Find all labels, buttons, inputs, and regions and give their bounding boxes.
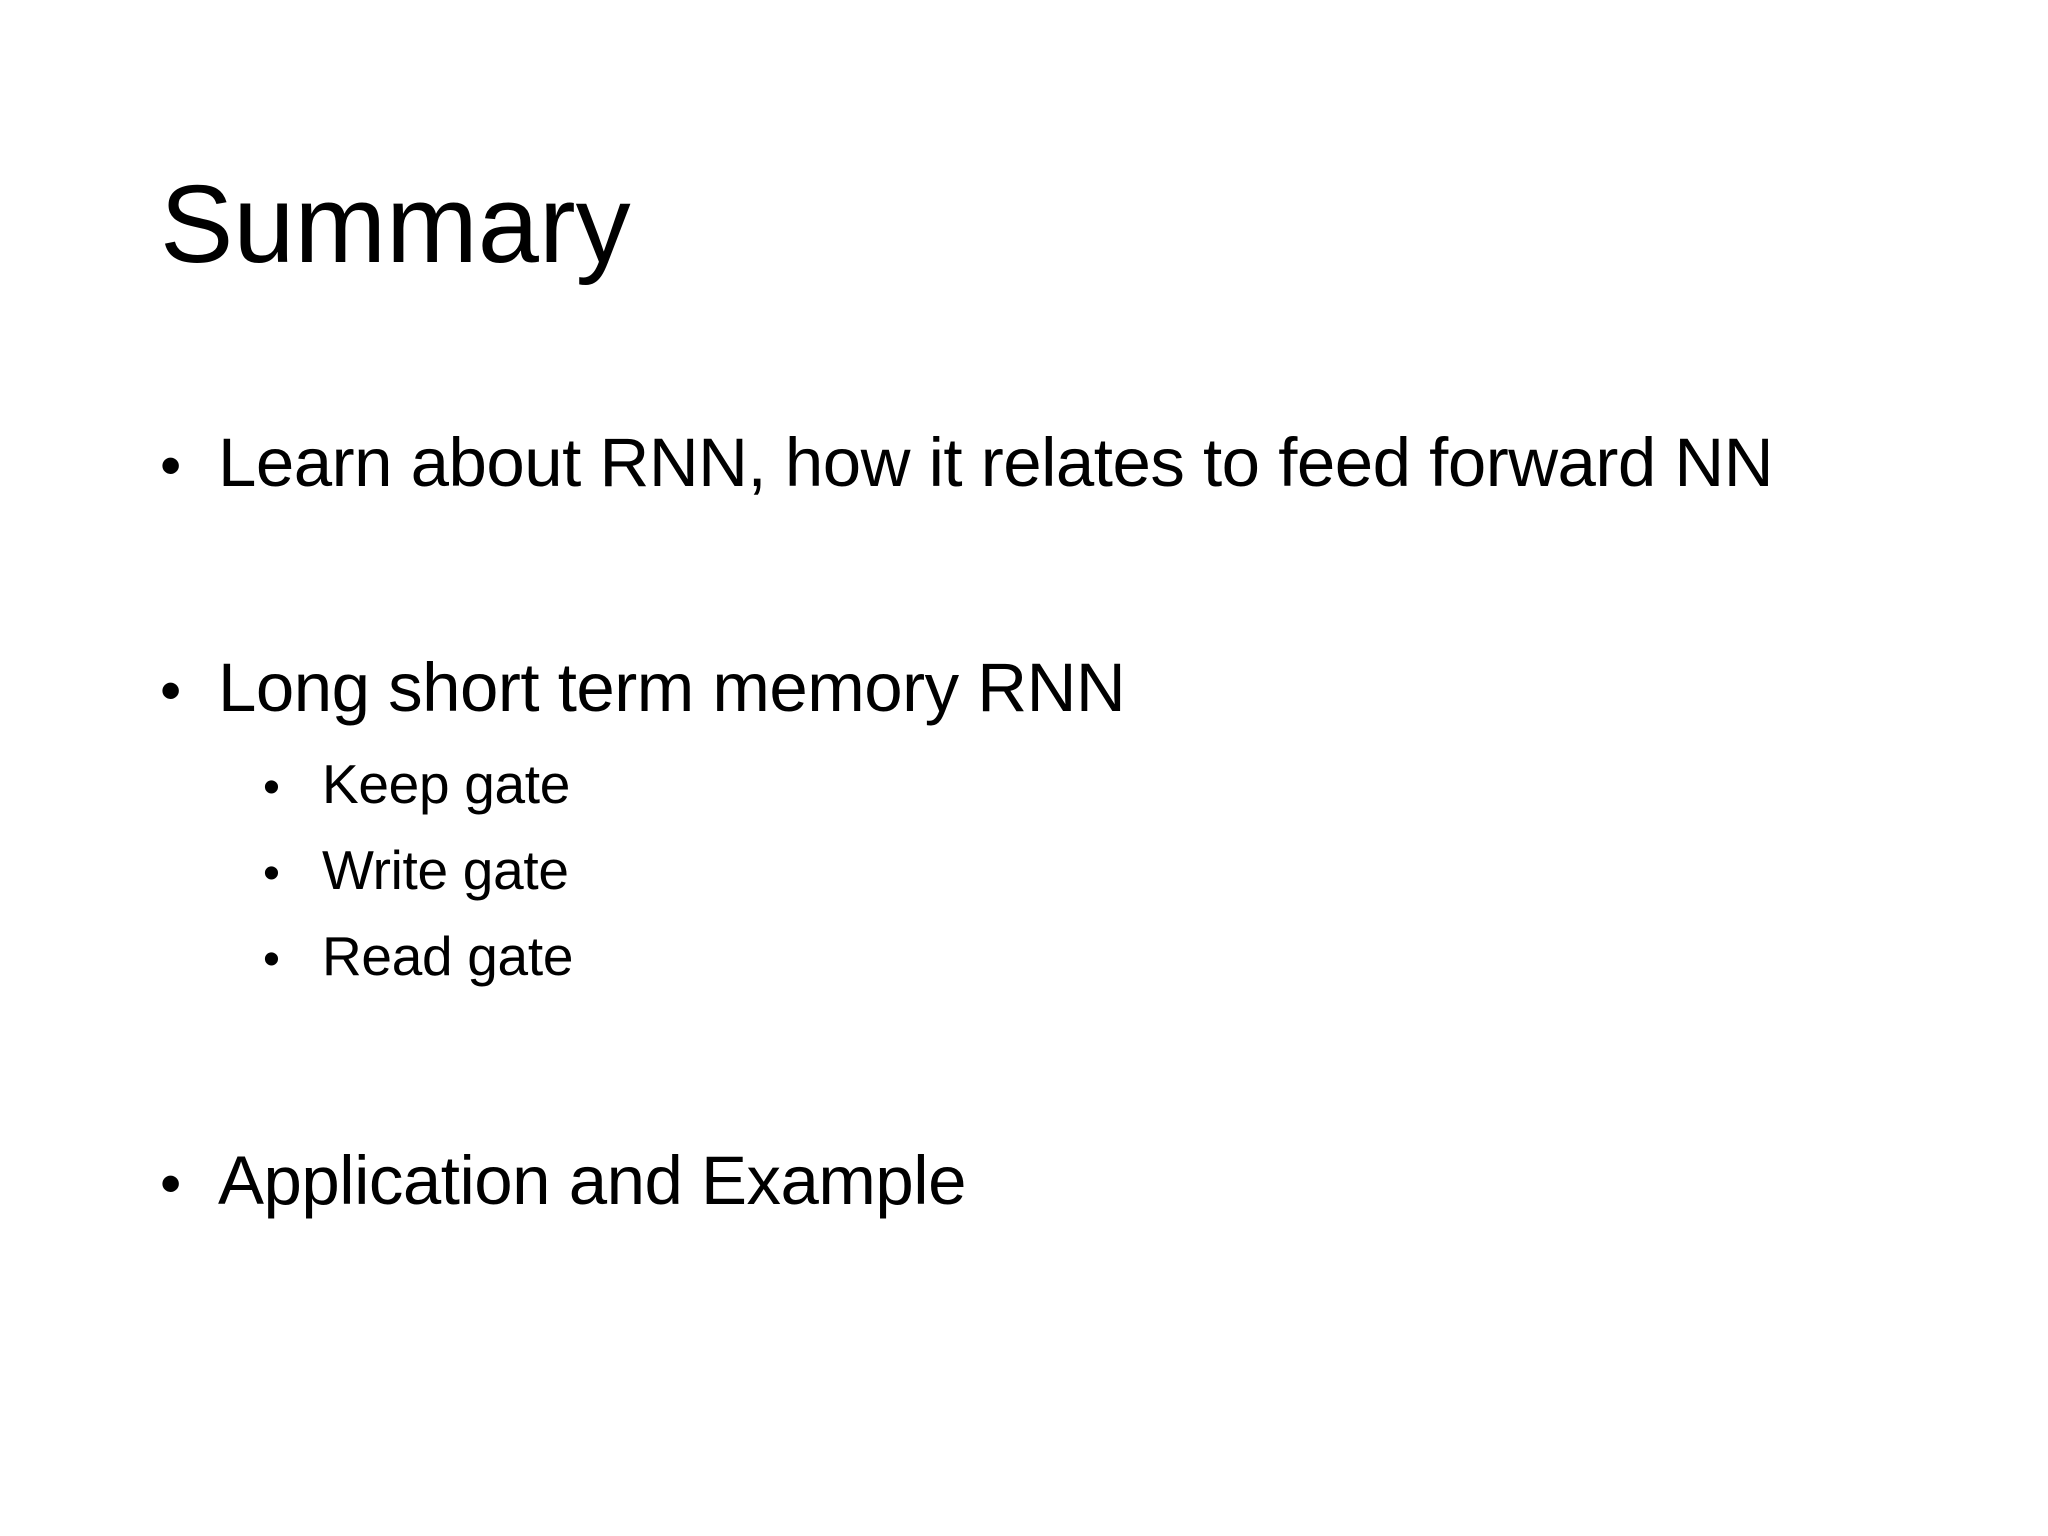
bullet-icon: • [263,932,280,986]
bullet-icon: • [160,431,181,499]
bullet-icon: • [263,760,280,814]
bullet-text: Long short term memory RNN [218,649,1126,726]
bullet-item: • Learn about RNN, how it relates to fee… [160,423,1774,505]
bullet-item: • Long short term memory RNN [160,648,1126,730]
bullet-icon: • [263,846,280,900]
sub-bullet-text: Keep gate [322,753,571,815]
bullet-icon: • [160,1149,181,1217]
sub-bullet-item: • Write gate [263,827,569,916]
sub-bullet-item: • Read gate [263,913,573,1002]
bullet-text: Application and Example [218,1142,966,1219]
sub-bullet-text: Write gate [322,839,569,901]
sub-bullet-item: • Keep gate [263,741,570,830]
sub-bullet-text: Read gate [322,925,574,987]
bullet-icon: • [160,656,181,724]
bullet-text: Learn about RNN, how it relates to feed … [218,424,1774,501]
slide-title: Summary [160,163,631,286]
bullet-item: • Application and Example [160,1141,966,1223]
